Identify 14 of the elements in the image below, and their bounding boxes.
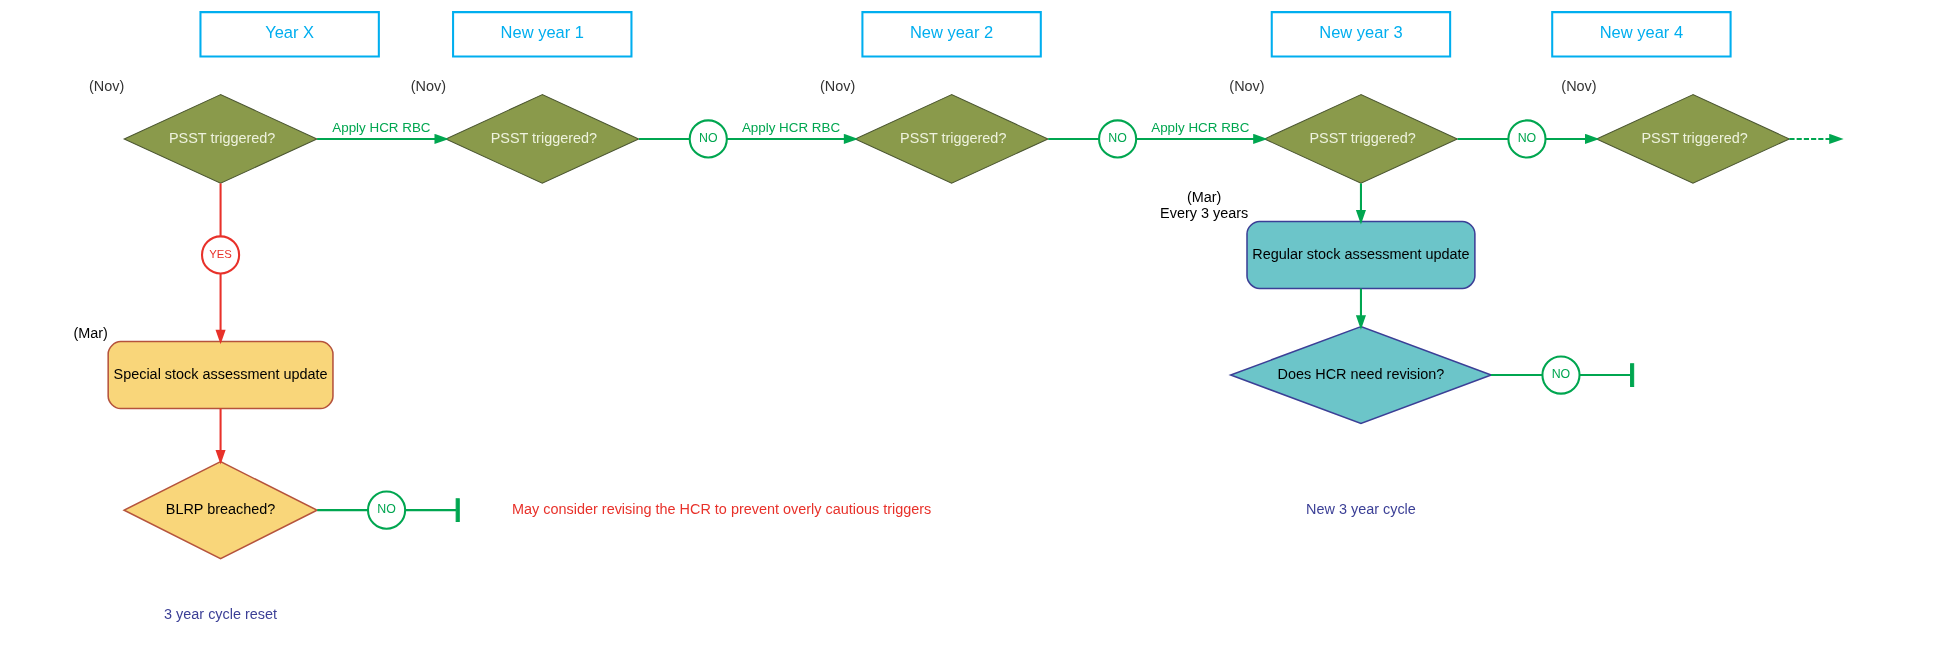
node-label: (Mar): [1186, 189, 1222, 206]
node-label: (Nov): [410, 77, 446, 94]
label: May consider revising the HCR to prevent overly cautious triggers: [512, 500, 932, 517]
node-label: (Nov): [1561, 77, 1597, 94]
edge-label: Apply HCR RBC: [741, 120, 841, 136]
node-label: (Mar): [73, 324, 108, 341]
node-label: (Nov): [820, 77, 856, 94]
node-label: Every 3 years: [1160, 204, 1249, 221]
node-label: (Nov): [1229, 77, 1265, 94]
edge-label: Apply HCR RBC: [332, 120, 431, 136]
edge-label: Apply HCR RBC: [1151, 120, 1250, 136]
label: New 3 year cycle: [1306, 500, 1416, 517]
label: 3 year cycle reset: [164, 606, 278, 623]
node-label: (Nov): [89, 77, 125, 94]
